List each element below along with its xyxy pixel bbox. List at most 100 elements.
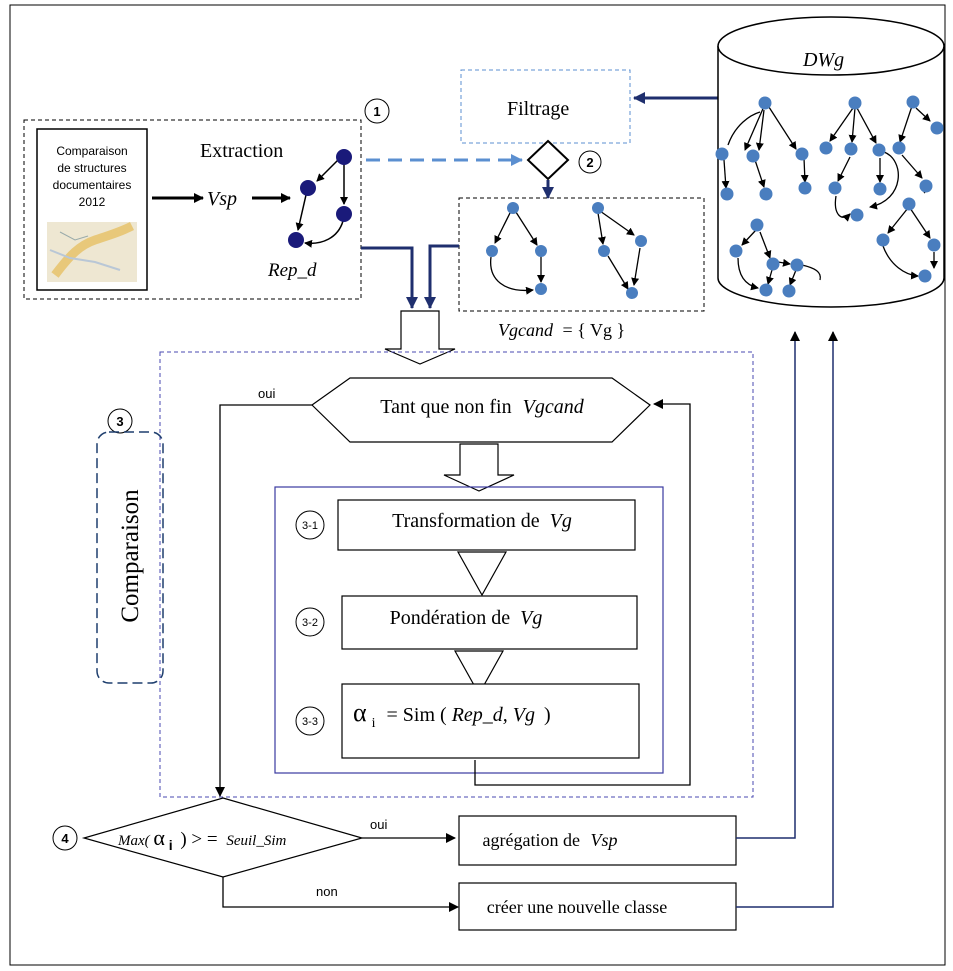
loop-label: Tant que non fin Vgcand	[380, 396, 584, 418]
arrow-candidates-to-merge	[424, 244, 459, 309]
decision-max: Max(	[117, 833, 151, 849]
loop-hexagon	[311, 377, 651, 443]
candidate-node	[507, 202, 519, 214]
extraction-label: Extraction	[200, 140, 283, 162]
thumbnail-line-2: de structures	[57, 161, 126, 175]
dwg-node	[918, 269, 932, 283]
vgcand-label-var: Vgcand	[498, 320, 554, 340]
step-3-3-label: 3-3	[302, 716, 318, 728]
vsp-label: Vsp	[207, 188, 237, 210]
transformation-var: Vg	[550, 510, 572, 532]
comparaison-side-box	[96, 431, 164, 684]
candidate-node	[535, 283, 547, 295]
arrow-loop-exit	[215, 404, 312, 797]
step-3-label: 3	[116, 414, 123, 429]
rep-d-node	[288, 232, 304, 248]
oui-loop-label: oui	[258, 386, 275, 401]
dwg-node	[750, 218, 764, 232]
dwg-node	[828, 181, 842, 195]
similarity-formula: α i = Sim ( Rep_d, Vg )	[353, 698, 551, 732]
dwg-node	[927, 238, 941, 252]
dwg-node	[873, 182, 887, 196]
arrow-non-to-new-class	[222, 877, 459, 912]
dwg-node	[906, 95, 920, 109]
rep-d-node	[336, 149, 352, 165]
vgcand-label-set: = { Vg }	[562, 320, 625, 340]
alpha-subscript: i	[372, 716, 376, 731]
dwg-node	[819, 141, 833, 155]
dwg-node	[759, 187, 773, 201]
alpha-symbol: α	[353, 698, 367, 727]
candidate-graph-2	[592, 202, 647, 299]
candidate-node	[486, 245, 498, 257]
decision-alpha: α	[153, 825, 165, 850]
candidate-graph-1	[486, 202, 547, 295]
thumbnail-line-4: 2012	[79, 195, 106, 209]
filtrage-label: Filtrage	[507, 98, 569, 120]
ponderation-var: Vg	[520, 607, 542, 629]
loop-label-text: Tant que non fin	[380, 396, 511, 418]
step-2-label: 2	[586, 155, 593, 170]
dwg-node	[746, 149, 760, 163]
ponderation-label: Pondération de Vg	[390, 607, 543, 629]
similarity-box	[341, 683, 640, 759]
filter-diamond	[526, 139, 570, 181]
oui-decision-label: oui	[370, 817, 387, 832]
dwg-node	[790, 258, 804, 272]
vgcand-label: Vgcand = { Vg }	[498, 320, 625, 340]
step-3-1-circle	[295, 510, 325, 540]
dwg-node	[782, 284, 796, 298]
dwg-node	[795, 147, 809, 161]
transformation-box	[337, 499, 636, 551]
candidate-node	[598, 245, 610, 257]
step-4-label: 4	[61, 831, 69, 846]
loop-label-var: Vgcand	[523, 396, 585, 418]
arrow-extraction-to-merge	[361, 246, 418, 309]
dwg-node	[798, 181, 812, 195]
outer-frame	[9, 4, 946, 966]
step-1-circle	[364, 98, 390, 124]
ponderation-text: Pondération de	[390, 607, 511, 629]
dwg-node	[759, 283, 773, 297]
thumbnail-line-1: Comparaison	[56, 144, 127, 158]
step-1-label: 1	[373, 104, 380, 119]
dwg-graphs	[715, 95, 944, 298]
rep-d-label: Rep_d	[267, 260, 317, 281]
dwg-node	[876, 233, 890, 247]
dwg-node	[919, 179, 933, 193]
arrow-new-class-to-dwg	[736, 331, 838, 908]
steps-box	[274, 486, 664, 774]
aggregation-text: agrégation de	[483, 830, 580, 850]
candidate-node	[635, 235, 647, 247]
block-arrow-into-steps	[443, 443, 515, 492]
new-class-box	[458, 882, 737, 931]
dwg-node	[766, 257, 780, 271]
rep-d-graph	[288, 149, 352, 248]
rep-d-node	[300, 180, 316, 196]
sim-close-paren: )	[544, 704, 551, 726]
comparaison-label: Comparaison	[117, 489, 144, 623]
comparison-region	[159, 351, 754, 798]
thumbnail-line-3: documentaires	[53, 178, 132, 192]
step-3-1-label: 3-1	[302, 520, 318, 532]
step-3-2-label: 3-2	[302, 617, 318, 629]
non-decision-label: non	[316, 884, 338, 899]
aggregation-label: agrégation de Vsp	[483, 830, 618, 850]
dwg-node	[720, 187, 734, 201]
dwg-node	[930, 121, 944, 135]
step-3-circle	[107, 408, 133, 434]
triangle-3-1-to-3-2	[456, 551, 508, 597]
aggregation-var: Vsp	[590, 830, 617, 850]
dwg-label: DWg	[802, 49, 844, 71]
candidate-node	[592, 202, 604, 214]
candidates-box	[458, 197, 705, 312]
block-arrow-into-loop	[384, 310, 456, 365]
step-3-3-circle	[295, 706, 325, 736]
triangle-3-2-to-3-3	[453, 650, 505, 696]
transformation-label: Transformation de Vg	[392, 510, 572, 532]
ponderation-box	[341, 595, 638, 650]
transformation-text: Transformation de	[392, 510, 540, 532]
step-4-circle	[52, 825, 78, 851]
dwg-node	[872, 143, 886, 157]
